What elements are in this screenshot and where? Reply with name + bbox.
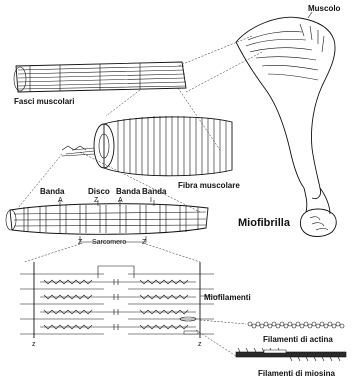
- myofilament-array: [20, 262, 222, 338]
- fiber-label: Fibra muscolare: [178, 181, 240, 190]
- disc-label: Disco: [88, 187, 110, 196]
- zoom-guide-4b: [146, 244, 200, 262]
- sarcomere-label: Sarcomero: [92, 239, 126, 246]
- z-bottom-left: z: [32, 341, 36, 348]
- band-a1-label: Banda: [40, 187, 65, 196]
- muscle-fiber: [62, 116, 232, 176]
- arm-illustration: [236, 12, 336, 237]
- myofibril: [6, 200, 208, 242]
- band-a1-letter: A: [58, 197, 63, 204]
- myofibril-label: Miofibrilla: [238, 217, 291, 229]
- sarcomere-z-right: Z: [142, 239, 147, 246]
- zoom-guide-4a: [24, 244, 80, 262]
- fascicle-bundle: [14, 62, 186, 92]
- myofilaments-label: Miofilamenti: [204, 293, 251, 302]
- zoom-guide-2a: [106, 90, 140, 116]
- band-i-letter: I: [150, 197, 152, 204]
- actin-label: Filamenti di actina: [263, 335, 333, 344]
- band-a2-letter: A: [118, 197, 123, 204]
- zoom-guide-1b: [186, 52, 262, 92]
- sarcomere-z-left: Z: [78, 239, 83, 246]
- zoom-guide-3a: [18, 154, 62, 208]
- band-a2-label: Banda: [116, 187, 141, 196]
- muscle-label: Muscolo: [308, 4, 341, 13]
- z-bottom-right: z: [198, 341, 202, 348]
- myosin-label: Filamenti di miosina: [258, 369, 335, 378]
- fascicles-label: Fasci muscolari: [14, 97, 74, 106]
- actin-filament: [180, 317, 344, 328]
- band-i-label: Banda: [142, 187, 167, 196]
